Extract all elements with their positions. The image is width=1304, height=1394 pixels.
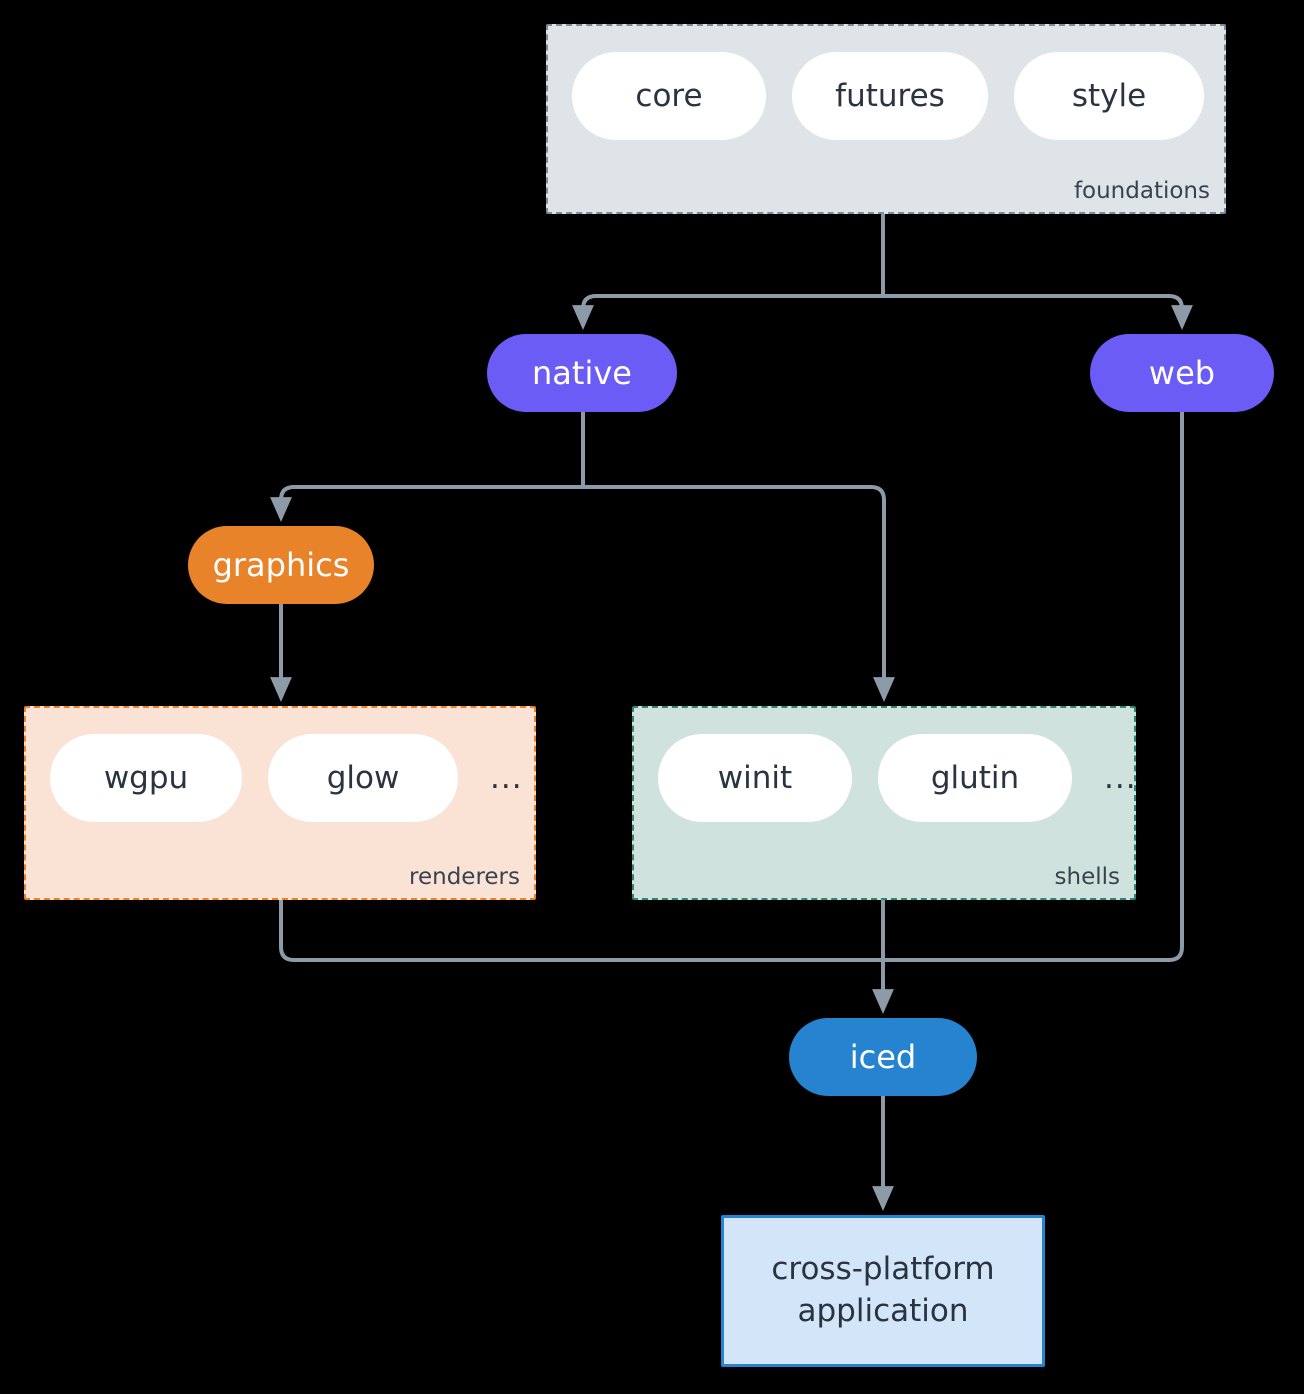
node-futures[interactable]: futures [792,52,988,140]
edge-foundations-native [572,294,883,330]
node-web[interactable]: web [1090,334,1274,412]
edge-native-graphics [270,485,584,522]
edge-foundations-web [883,294,1193,330]
edge-native-shells [582,485,895,702]
node-cross-platform-application[interactable]: cross-platform application [721,1215,1045,1367]
group-label-shells: shells [1054,864,1120,890]
node-style[interactable]: style [1014,52,1204,140]
group-renderers: wgpu glow ... renderers [24,706,536,900]
node-glutin[interactable]: glutin [878,734,1072,822]
node-glow[interactable]: glow [268,734,458,822]
shells-more-ellipsis: ... [1104,760,1137,796]
node-wgpu[interactable]: wgpu [50,734,242,822]
node-core[interactable]: core [572,52,766,140]
foundations-items: core futures style [572,52,1204,140]
renderers-more-ellipsis: ... [490,760,523,796]
shells-items: winit glutin ... [658,734,1137,822]
renderers-items: wgpu glow ... [50,734,523,822]
node-native[interactable]: native [487,334,677,412]
group-label-foundations: foundations [1073,178,1210,204]
edge-renderers-iced [279,900,883,962]
group-shells: winit glutin ... shells [632,706,1136,900]
node-winit[interactable]: winit [658,734,852,822]
group-label-renderers: renderers [409,864,520,890]
node-iced[interactable]: iced [789,1018,977,1096]
node-graphics[interactable]: graphics [188,526,374,604]
group-foundations: core futures style foundations [546,24,1226,214]
